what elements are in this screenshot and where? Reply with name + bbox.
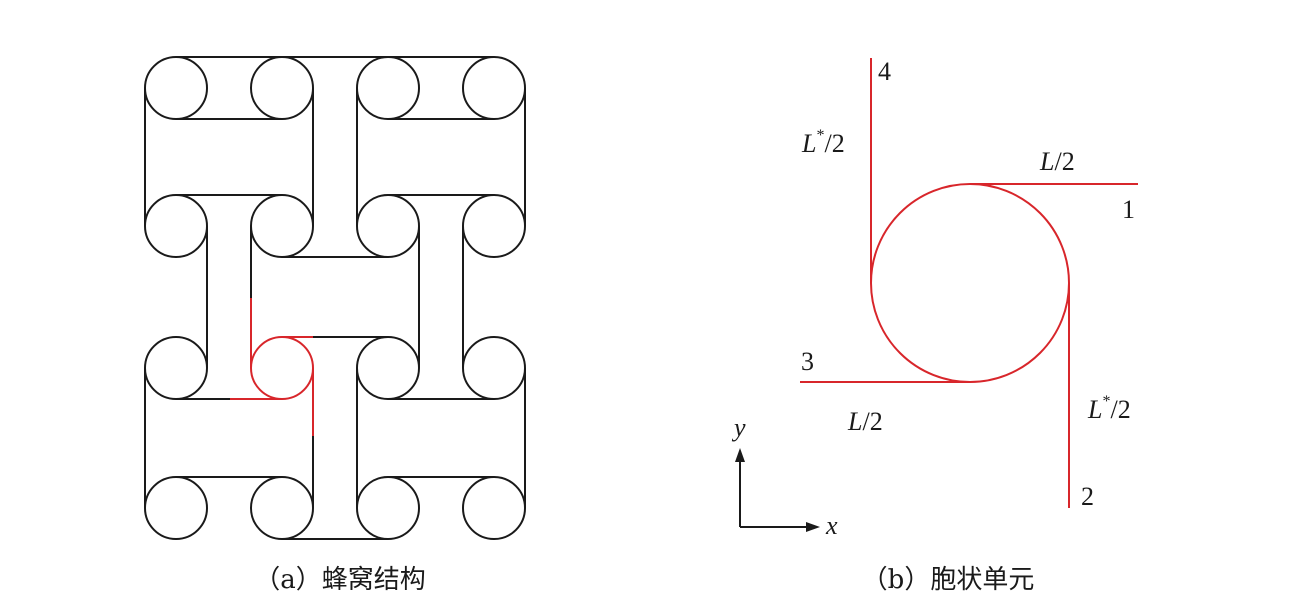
label-half: /2	[824, 129, 844, 158]
node-circle	[250, 476, 314, 540]
unit-cell-diagram: 4 1 3 2 L*/2 L/2 L/2 L*/2	[800, 57, 1138, 511]
node-circle	[356, 336, 420, 400]
y-axis-label: y	[731, 413, 746, 442]
node-circle	[356, 194, 420, 258]
label-star: *	[1102, 393, 1110, 410]
honeycomb-ligaments	[144, 56, 526, 540]
honeycomb-structure	[144, 56, 526, 540]
y-axis-arrow-icon	[735, 448, 745, 462]
node-circle	[250, 56, 314, 120]
node-circle	[250, 194, 314, 258]
caption-b: （b）胞状单元	[862, 565, 1035, 595]
highlighted-node-circle	[250, 336, 314, 400]
highlighted-unit-cell	[230, 298, 314, 436]
label-half: /2	[1110, 395, 1130, 424]
label-l-half-bottom: L/2	[847, 407, 883, 436]
caption-a: （a）蜂窝结构	[254, 565, 426, 595]
x-axis-arrow-icon	[806, 522, 820, 532]
label-l: L	[847, 407, 862, 436]
node-circle	[144, 476, 208, 540]
node-circle	[462, 56, 526, 120]
label-l: L	[801, 129, 816, 158]
node-label-1: 1	[1122, 195, 1135, 224]
label-lstar-half-right: L*/2	[1087, 393, 1131, 424]
node-circle	[462, 336, 526, 400]
node-circle	[144, 194, 208, 258]
node-circle	[144, 336, 208, 400]
coordinate-axes: y x	[731, 413, 838, 540]
label-half: /2	[862, 407, 882, 436]
label-star: *	[816, 127, 824, 144]
label-l: L	[1087, 395, 1102, 424]
node-label-3: 3	[801, 347, 814, 376]
node-circle	[356, 56, 420, 120]
node-circle	[462, 194, 526, 258]
label-half: /2	[1054, 147, 1074, 176]
honeycomb-circles	[144, 56, 526, 540]
node-label-2: 2	[1081, 482, 1094, 511]
node-circle	[462, 476, 526, 540]
node-circle	[356, 476, 420, 540]
x-axis-label: x	[825, 511, 838, 540]
label-l-half-top: L/2	[1039, 147, 1075, 176]
label-l: L	[1039, 147, 1054, 176]
node-label-4: 4	[878, 57, 891, 86]
unit-cell-circle	[870, 183, 1070, 383]
node-circle	[144, 56, 208, 120]
label-lstar-half-left: L*/2	[801, 127, 845, 158]
